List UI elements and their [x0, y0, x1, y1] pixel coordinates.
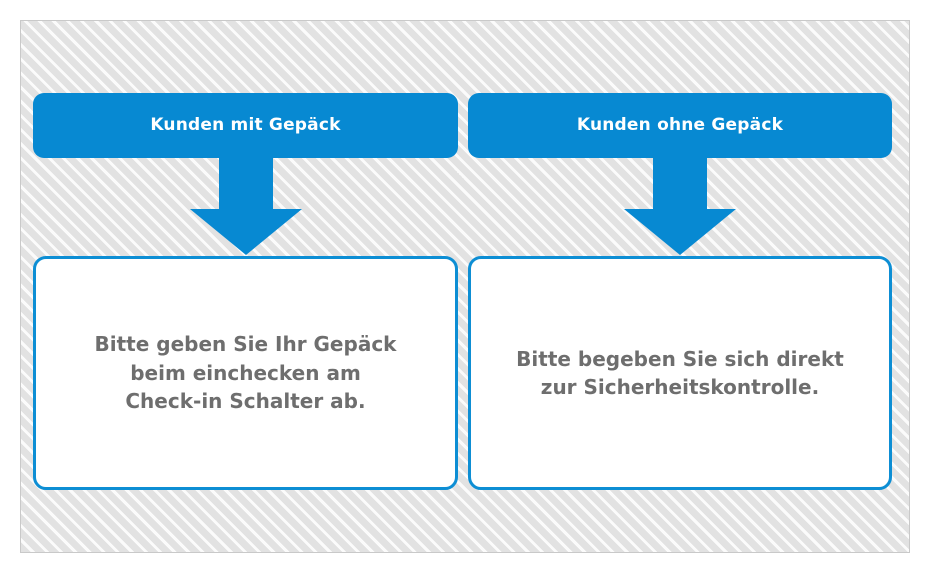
branch-body-text: Bitte geben Sie Ihr Gepäck beim eincheck… — [94, 332, 397, 414]
arrow-head — [624, 209, 736, 255]
branch-body-text: Bitte begeben Sie sich direkt zur Sicher… — [516, 346, 844, 399]
branch-header-label: Kunden ohne Gepäck — [576, 115, 784, 136]
branch-header-label: Kunden mit Gepäck — [150, 115, 341, 136]
branch-body-card-mit-gepaeck[interactable]: Bitte geben Sie Ihr Gepäck beim eincheck… — [33, 256, 458, 490]
down-arrow-icon-mit-gepaeck — [33, 158, 458, 256]
arrow-shaft — [218, 158, 273, 211]
branch-header-mit-gepaeck[interactable]: Kunden mit Gepäck — [33, 93, 458, 158]
branch-body-card-ohne-gepaeck[interactable]: Bitte begeben Sie sich direkt zur Sicher… — [468, 256, 892, 490]
down-arrow-icon-ohne-gepaeck — [468, 158, 892, 256]
arrow-head — [189, 209, 302, 255]
branch-column-mit-gepaeck: Kunden mit Gepäck Bitte geben Sie Ihr Ge… — [33, 93, 458, 490]
branch-header-ohne-gepaeck[interactable]: Kunden ohne Gepäck — [468, 93, 892, 158]
arrow-shaft — [653, 158, 707, 211]
branch-column-ohne-gepaeck: Kunden ohne Gepäck Bitte begeben Sie sic… — [468, 93, 892, 490]
